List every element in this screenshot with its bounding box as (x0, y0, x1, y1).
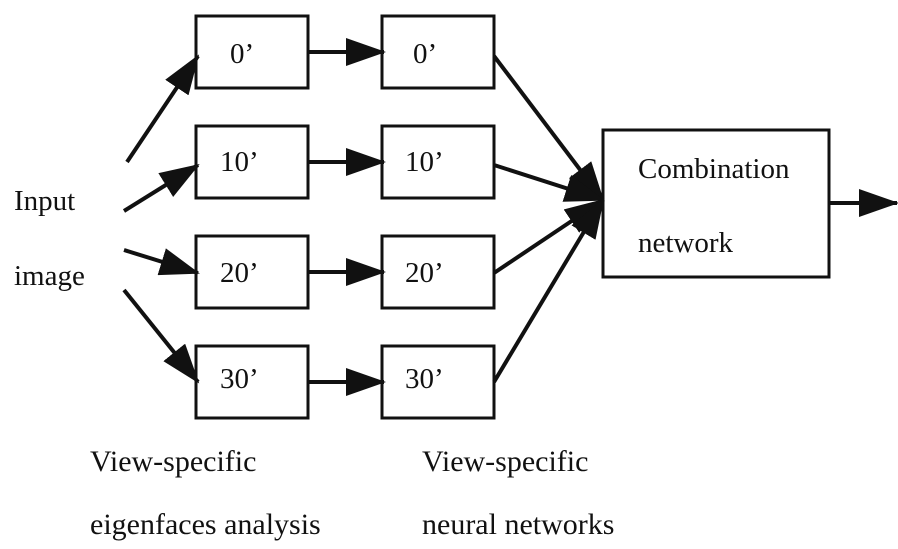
neural-box-20-label: 20’ (405, 257, 444, 289)
arrow-input-to-eigen-0 (125, 54, 200, 164)
arrow-neural-20-to-combination (492, 198, 605, 275)
neural-caption-line2: neural networks (422, 508, 615, 541)
neural-box-30-label: 30’ (405, 363, 444, 395)
eigen-box-0-label: 0’ (230, 38, 255, 70)
neural-box-0-label: 0’ (413, 38, 438, 70)
neural-box-20 (380, 234, 496, 310)
neural-box-10 (380, 124, 496, 200)
eigen-box-30 (194, 344, 310, 420)
arrow-input-to-eigen-10 (122, 163, 200, 213)
eigen-box-30-label: 30’ (220, 363, 259, 395)
eigen-caption-line2: eigenfaces analysis (90, 508, 321, 541)
eigen-box-20-label: 20’ (220, 257, 259, 289)
arrow-input-to-eigen-20 (123, 248, 200, 276)
eigen-caption-line1: View-specific (90, 445, 257, 478)
neural-box-10-label: 10’ (405, 146, 444, 178)
arrow-neural-0-to-combination (492, 54, 605, 202)
combination-network-box (601, 128, 831, 279)
combination-network-label-line2: network (638, 227, 734, 259)
eigen-box-10-label: 10’ (220, 146, 259, 178)
eigen-box-10 (194, 124, 310, 200)
arrows-group (122, 38, 898, 396)
arrow-neural-30-to-combination (492, 198, 605, 384)
input-image-label-line2: image (14, 260, 85, 292)
arrow-neural-10-to-combination (493, 163, 605, 202)
eigen-box-20 (194, 234, 310, 310)
arrow-input-to-eigen-30 (122, 288, 200, 384)
combination-network-label-line1: Combination (638, 153, 790, 185)
neural-box-30 (380, 344, 496, 420)
input-image-label-line1: Input (14, 185, 76, 217)
neural-box-0 (380, 14, 496, 90)
eigen-box-0 (194, 14, 310, 90)
neural-caption-line1: View-specific (422, 445, 589, 478)
boxes-group (194, 14, 831, 420)
